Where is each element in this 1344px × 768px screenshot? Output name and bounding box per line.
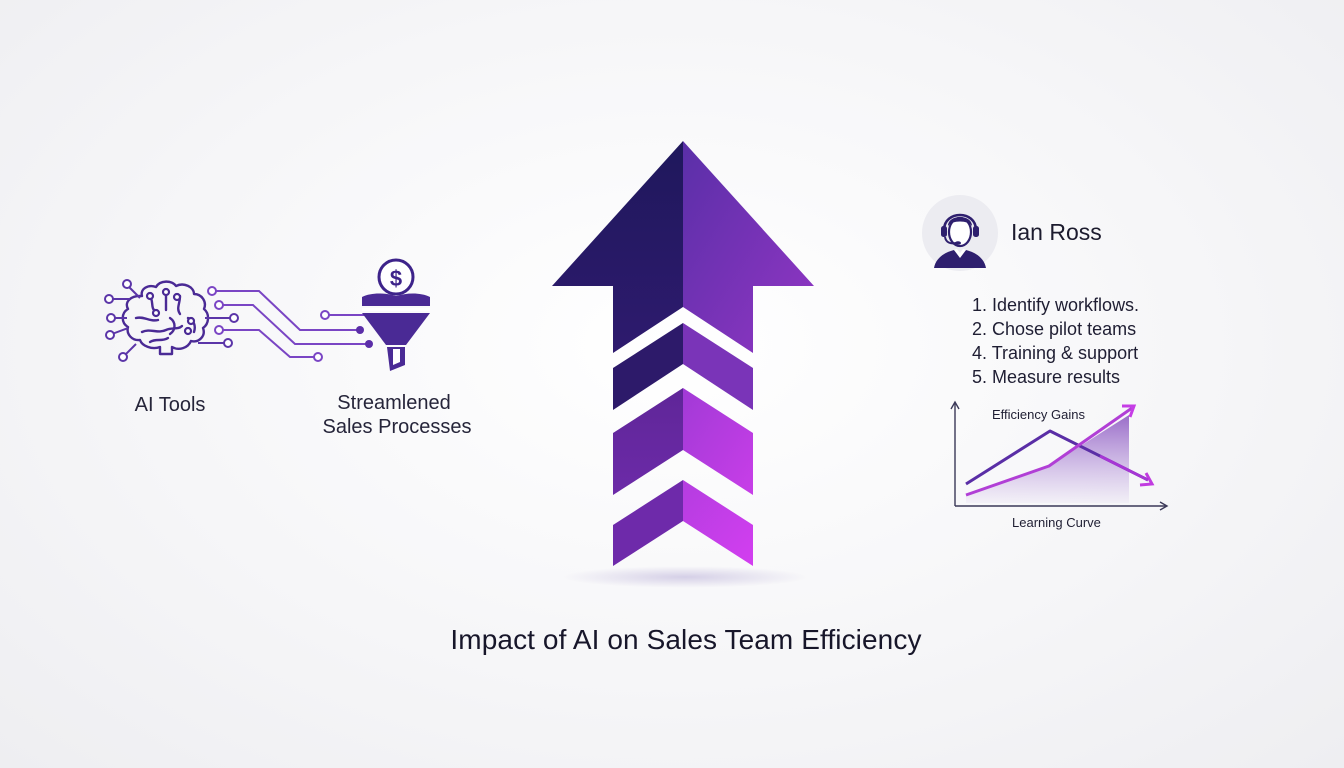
steps-list: 1. Identify workflows. 2. Chose pilot te…	[972, 293, 1139, 389]
dollar-symbol: $	[390, 266, 402, 291]
streamlined-label-line2: Sales Processes	[322, 416, 472, 438]
streamlined-label-line1: Streamlened	[337, 392, 451, 414]
chevron-segment-4	[613, 480, 753, 566]
arrow-head-segment	[552, 141, 814, 353]
chevron-segment-2	[613, 323, 753, 410]
step-item: 5. Measure results	[972, 367, 1121, 387]
ai-tools-label: AI Tools	[134, 394, 206, 416]
chart-xlabel: Learning Curve	[1012, 515, 1101, 530]
step-item: 1. Identify workflows.	[972, 295, 1140, 315]
chart-title: Efficiency Gains	[992, 407, 1085, 422]
step-item: 2. Chose pilot teams	[972, 319, 1137, 339]
page-title: Impact of AI on Sales Team Efficiency	[450, 624, 922, 655]
chevron-segment-3	[613, 388, 753, 495]
step-item: 4. Training & support	[972, 343, 1139, 363]
efficiency-gains-line	[965, 406, 1133, 497]
person-name: Ian Ross	[1011, 219, 1102, 245]
arrow-shadow	[560, 566, 810, 588]
